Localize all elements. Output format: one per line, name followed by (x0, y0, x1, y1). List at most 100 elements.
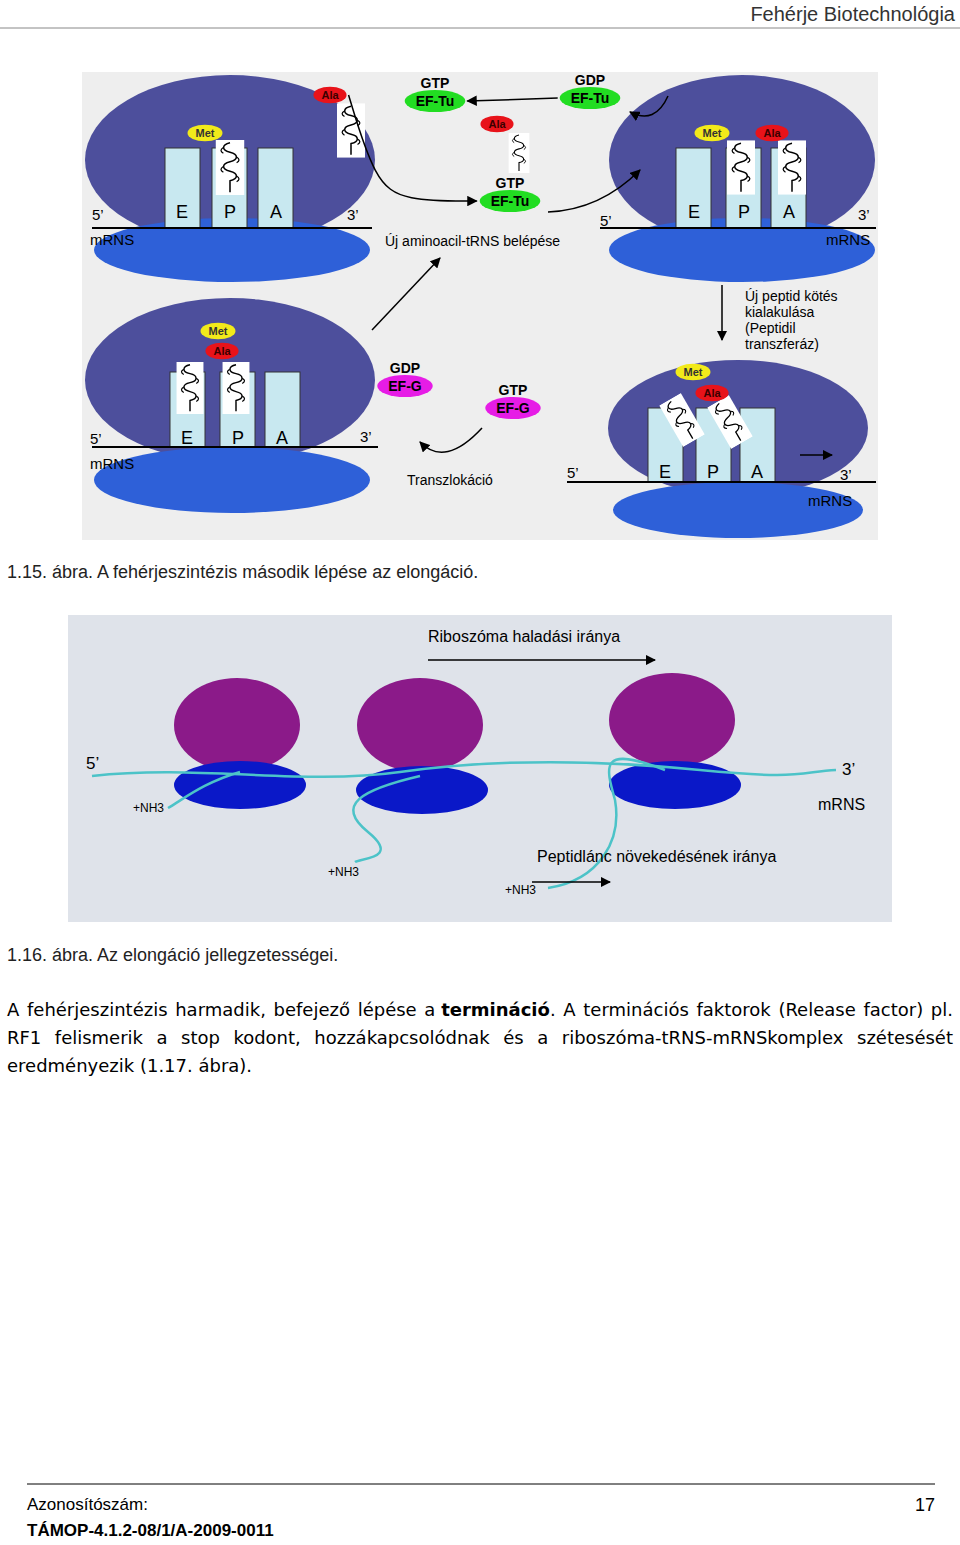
end-label: 5’ (567, 464, 579, 481)
site-label: A (270, 202, 282, 223)
node-text: Met (678, 365, 709, 380)
oval-fill (676, 364, 711, 381)
trna (509, 133, 530, 173)
end-label: 3’ (347, 206, 359, 223)
site-label: P (738, 202, 750, 223)
elongation-factor: GTPEF-Tu (482, 175, 539, 211)
amino-acid: Met (697, 126, 728, 141)
node-text: EF-Tu (407, 91, 464, 111)
node-text: Ala (482, 117, 511, 132)
step-label: Új aminoacil-tRNS belépése (385, 233, 560, 249)
page-number: 17 (915, 1495, 935, 1516)
site-label: P (707, 462, 719, 483)
node-heading: GDP (390, 360, 420, 376)
oval-fill (480, 116, 513, 133)
node-text: Met (203, 324, 234, 339)
node-heading: GTP (421, 75, 450, 91)
ribosome (567, 360, 876, 538)
ribosome (85, 298, 378, 513)
site-label: E (659, 462, 671, 483)
end-label: 5’ (600, 212, 612, 229)
elongation-factor: GTPEF-Tu (407, 75, 464, 111)
oval-fill (201, 323, 236, 340)
end-label: 5’ (90, 430, 102, 447)
oval-fill (205, 343, 238, 360)
footer-id: Azonosítószám: (27, 1495, 148, 1515)
molecule-label: mRNS (90, 231, 134, 248)
body-paragraph: A fehérjeszintézis harmadik, befejező lé… (7, 996, 953, 1080)
amino-acid: Ala (482, 117, 511, 132)
site-label: A (751, 462, 763, 483)
oval-fill (480, 190, 541, 212)
figure-caption: 1.15. ábra. A fehérjeszintézis második l… (7, 562, 478, 583)
molecule-label: mRNS (818, 796, 865, 814)
node-text: Met (190, 126, 221, 141)
site-label: E (181, 428, 193, 449)
terminus-label: +NH3 (133, 802, 164, 816)
oval-fill (377, 375, 432, 397)
running-header: Fehérje Biotechnológia (750, 3, 955, 26)
oval-fill (405, 90, 466, 112)
direction-label: Riboszóma haladási iránya (428, 628, 620, 646)
flow-arrow (349, 95, 477, 201)
end-label: 3’ (858, 206, 870, 223)
site-label: A (783, 202, 795, 223)
amino-acid: Met (203, 324, 234, 339)
step-arrows (372, 96, 832, 455)
elongation-factor: GDPEF-Tu (562, 72, 619, 108)
paragraph-text: termináció (441, 999, 550, 1020)
node-text: Ala (315, 88, 344, 103)
amino-acid: Ala (207, 344, 236, 359)
node-heading: GDP (575, 72, 605, 88)
node-text: Ala (207, 344, 236, 359)
amino-acid: Met (190, 126, 221, 141)
oval-fill (188, 125, 223, 142)
header-rule (0, 28, 960, 29)
amino-acid: Ala (757, 126, 786, 141)
elongation-factor: GDPEF-G (379, 360, 430, 396)
oval-fill (560, 87, 621, 109)
end-label: 3’ (840, 466, 852, 483)
molecule-label: mRNS (808, 492, 852, 509)
site-label: P (232, 428, 244, 449)
node-text: Met (697, 126, 728, 141)
figure-ground (82, 72, 878, 540)
figure-caption: 1.16. ábra. Az elongáció jellegzetessége… (7, 945, 338, 966)
end-label: 3’ (842, 760, 855, 780)
end-label: 3’ (360, 428, 372, 445)
terminus-label: +NH3 (505, 884, 536, 898)
footer-rule (27, 1484, 935, 1485)
step-label: Új peptid kötés kialakulása (Peptidil tr… (745, 288, 857, 352)
step-label: Transzlokáció (407, 472, 493, 488)
node-text: EF-Tu (482, 191, 539, 211)
oval-fill (695, 125, 730, 142)
flow-arrow (467, 98, 557, 101)
terminus-label: +NH3 (328, 866, 359, 880)
node-text: EF-G (379, 376, 430, 396)
node-heading: GTP (496, 175, 525, 191)
molecule-label: mRNS (90, 455, 134, 472)
node-text: EF-Tu (562, 88, 619, 108)
site-label: A (276, 428, 288, 449)
amino-acid: Ala (697, 386, 726, 401)
footer-id: TÁMOP-4.1.2-08/1/A-2009-0011 (27, 1521, 274, 1541)
molecule-label: mRNS (826, 231, 870, 248)
polysome (92, 673, 836, 888)
ribosome (600, 75, 876, 282)
paragraph-text: A fehérjeszintézis harmadik, befejező lé… (7, 999, 435, 1020)
node-heading: GTP (499, 382, 528, 398)
oval-fill (313, 87, 346, 104)
amino-acid: Met (678, 365, 709, 380)
figure-ground (68, 615, 892, 922)
oval-fill (695, 385, 728, 402)
end-label: 5’ (92, 206, 104, 223)
ribosome (85, 75, 375, 282)
oval-fill (755, 125, 788, 142)
node-text: EF-G (487, 398, 538, 418)
elongation-factor: GTPEF-G (487, 382, 538, 418)
trna (337, 103, 365, 157)
